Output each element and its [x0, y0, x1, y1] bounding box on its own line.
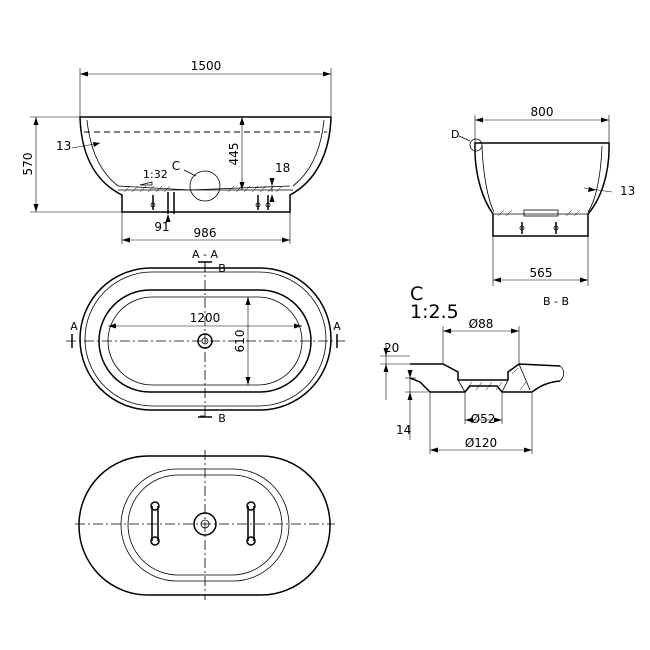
bottom-dia-label: Ø52 [471, 412, 496, 426]
slope-1-32-label: 1:32 [143, 168, 168, 181]
mark-a-left: A [70, 320, 78, 333]
feet [150, 195, 271, 210]
length-1200-label: 1200 [190, 311, 221, 325]
section-b-title: B - B [543, 295, 569, 308]
mark-b-bottom: B [218, 412, 226, 425]
section-b-b: 800 D 13 565 B - B [451, 105, 635, 308]
width-800-label: 800 [531, 105, 554, 119]
bottom-view [75, 450, 335, 600]
base-986-label: 986 [194, 226, 217, 240]
width-1500-label: 1500 [191, 59, 222, 73]
detail-c: C 1:2.5 Ø88 20 14 [380, 283, 565, 454]
width-610-label: 610 [233, 330, 247, 353]
detail-d-ref: D [451, 128, 459, 141]
mark-b-top: B [218, 262, 226, 275]
top-dia-label: Ø88 [469, 317, 494, 331]
right-foot-rail [246, 501, 256, 546]
section-a-a: 1500 [21, 59, 332, 261]
detail-c-name: C [410, 283, 423, 305]
outer-dia-label: Ø120 [465, 436, 497, 450]
detail-c-scale: 1:2.5 [410, 301, 459, 323]
detail-c-circle [189, 170, 221, 202]
base-565-label: 565 [530, 266, 553, 280]
bottom-drain [193, 512, 217, 536]
bottom-dim-14-label: 14 [396, 423, 411, 437]
wall-13-label-b: 13 [620, 184, 635, 198]
drain-91-label: 91 [154, 220, 169, 234]
wall-13-label: 13 [56, 139, 71, 153]
left-foot-rail [150, 501, 160, 546]
detail-d-circle [469, 138, 483, 152]
detail-c-ref: C [172, 159, 180, 173]
section-a-title: A - A [192, 248, 218, 261]
base-hatch [123, 185, 283, 193]
depth-445-label: 445 [227, 143, 241, 166]
top-dim-20-label: 20 [384, 341, 399, 355]
plan-view: A A B B 1200 610 [66, 261, 345, 425]
base-18-label: 18 [275, 161, 290, 175]
mark-a-right: A [333, 320, 341, 333]
height-570-label: 570 [21, 153, 35, 176]
